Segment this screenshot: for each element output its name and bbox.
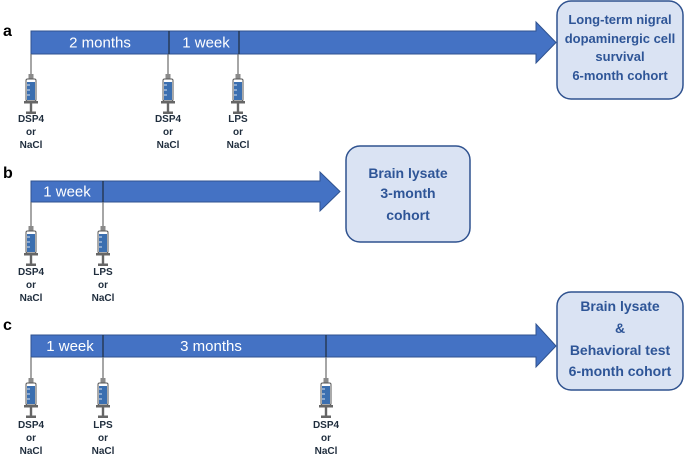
- timeline-arrow: [30, 20, 557, 65]
- injection-label-line: NaCl: [20, 293, 43, 304]
- injection-label-line: LPS: [93, 267, 113, 278]
- injection-label-line: LPS: [93, 420, 113, 431]
- outcome-text-line: Brain lysate: [368, 165, 448, 181]
- injection-label-line: or: [26, 127, 36, 138]
- injection-label-line: or: [163, 127, 173, 138]
- syringe-icon: [24, 358, 38, 418]
- injection-label-line: DSP4: [18, 267, 45, 278]
- injection-label-line: or: [98, 433, 108, 444]
- syringe-icon: [161, 54, 175, 114]
- outcome-text-line: Behavioral test: [570, 342, 671, 358]
- timeline-arrow: [30, 170, 341, 213]
- injection-label-line: DSP4: [18, 420, 45, 431]
- injection-label-line: NaCl: [157, 140, 180, 151]
- outcome-box-frame: [345, 145, 471, 243]
- outcome-text-line: 6-month cohort: [569, 363, 672, 379]
- outcome-box-frame: [556, 0, 684, 100]
- syringe-icon: [231, 54, 245, 114]
- timeline-interval-label: 2 months: [69, 35, 131, 52]
- injection-label-line: NaCl: [20, 140, 43, 151]
- syringe-icon: [24, 54, 38, 114]
- outcome-box: Brain lysate 3-month cohort: [345, 145, 471, 243]
- injection-label-line: or: [98, 280, 108, 291]
- syringe-icon: [319, 358, 333, 418]
- injection-label-line: NaCl: [315, 446, 338, 457]
- injection-label-line: DSP4: [313, 420, 340, 431]
- panel-letter: c: [3, 317, 12, 334]
- outcome-box: Long-term nigral dopaminergic cell surviva…: [556, 0, 684, 100]
- timeline-interval-label: 1 week: [43, 184, 91, 201]
- injection-label-line: LPS: [228, 114, 248, 125]
- outcome-text-line: 6-month cohort: [572, 68, 668, 83]
- outcome-text-line: survival: [595, 49, 644, 64]
- timeline-interval-label: 3 months: [180, 338, 242, 355]
- injection-label-line: NaCl: [92, 293, 115, 304]
- injection-label-line: or: [26, 433, 36, 444]
- outcome-text-line: Brain lysate: [580, 298, 660, 314]
- outcome-text-line: dopaminergic cell: [565, 31, 676, 46]
- syringe-icon: [96, 358, 110, 418]
- outcome-text-line: Long-term nigral: [568, 12, 671, 27]
- injection-label-line: NaCl: [92, 446, 115, 457]
- injection-label-line: DSP4: [155, 114, 182, 125]
- syringe-icon: [96, 206, 110, 266]
- panel-letter: a: [3, 23, 12, 40]
- injection-label-line: or: [26, 280, 36, 291]
- timeline-arrow: [30, 322, 557, 369]
- outcome-text-line: &: [615, 320, 625, 336]
- timeline-interval-label: 1 week: [182, 35, 230, 52]
- outcome-box-frame: [556, 291, 684, 391]
- outcome-box: Brain lysate & Behavioral test 6-month coho…: [556, 291, 684, 391]
- outcome-text-line: 3-month: [380, 185, 435, 201]
- injection-label-line: or: [233, 127, 243, 138]
- injection-label-line: NaCl: [20, 446, 43, 457]
- syringe-icon: [24, 206, 38, 266]
- injection-label-line: NaCl: [227, 140, 250, 151]
- outcome-text-line: cohort: [386, 207, 430, 223]
- injection-label-line: or: [321, 433, 331, 444]
- panel-letter: b: [3, 165, 13, 182]
- timeline-interval-label: 1 week: [46, 338, 94, 355]
- injection-label-line: DSP4: [18, 114, 45, 125]
